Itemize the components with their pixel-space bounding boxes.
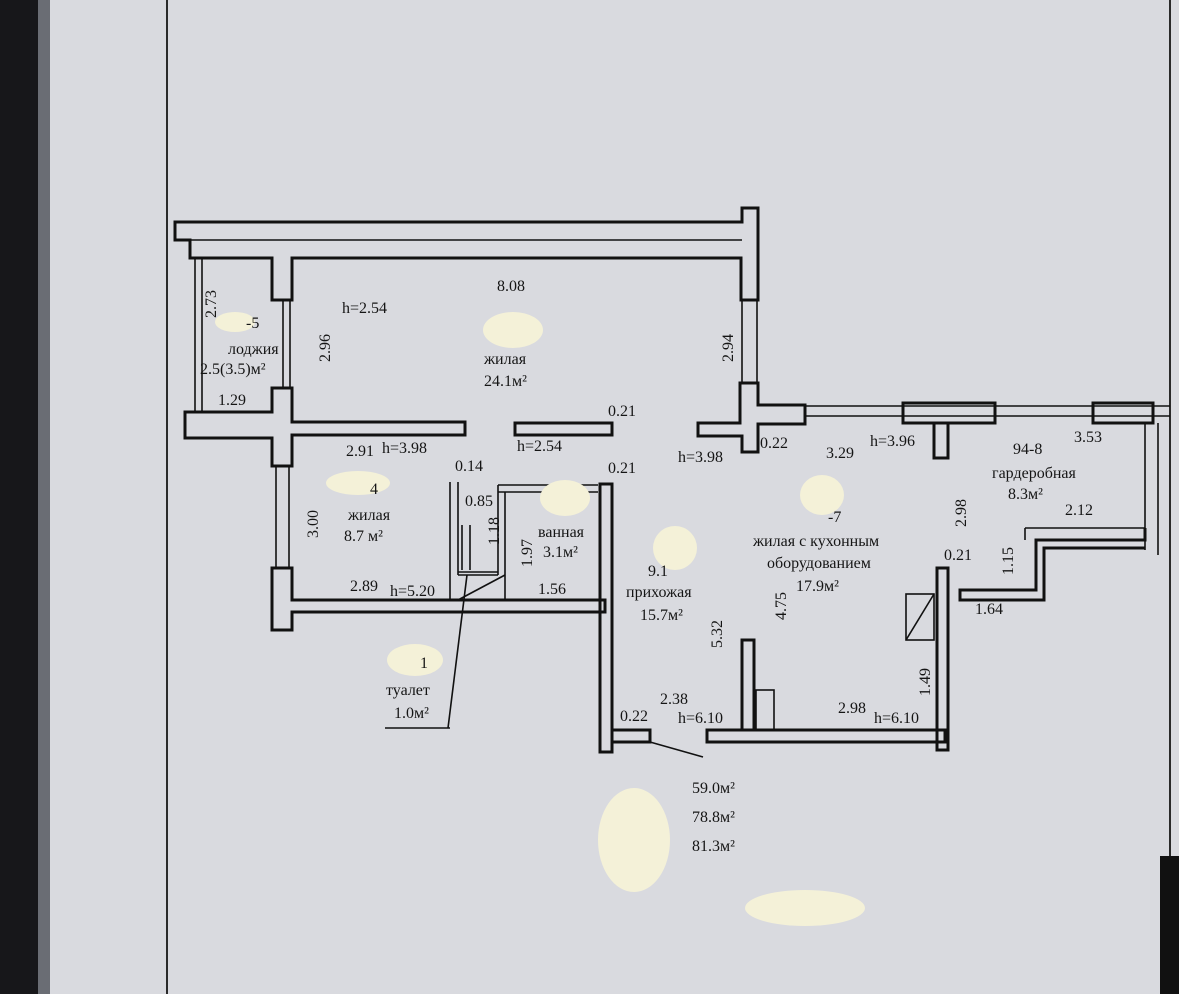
dim-0-21-a: 0.21 (608, 403, 636, 420)
wall-kitchen-bottom (705, 728, 947, 744)
dim-1-29: 1.29 (218, 392, 246, 409)
room-living-small-area: 8.7 м² (344, 528, 383, 545)
room-toilet-number: 1 (420, 655, 428, 672)
room-wardrobe-area: 8.3м² (1008, 486, 1043, 503)
dim-0-21-b: 0.21 (608, 460, 636, 477)
wall-bottom-left (270, 566, 607, 632)
dim-0-22-b: 0.22 (620, 708, 648, 725)
scan-page-edge (38, 0, 50, 994)
dim-1-56: 1.56 (538, 581, 566, 598)
dim-h-3-96: h=3.96 (870, 433, 915, 450)
dim-h-2-54-top: h=2.54 (342, 300, 387, 317)
wall-loggia-divider (183, 386, 467, 468)
dim-5-32: 5.32 (709, 620, 726, 648)
dim-2-89: 2.89 (350, 578, 378, 595)
room-wardrobe-number: 94-8 (1013, 441, 1042, 458)
dim-2-12: 2.12 (1065, 502, 1093, 519)
room-living-big-name: жилая (483, 351, 527, 368)
dim-0-21-c: 0.21 (944, 547, 972, 564)
dim-0-85: 0.85 (465, 493, 493, 510)
dim-3-29: 3.29 (826, 445, 854, 462)
walls (173, 206, 1170, 758)
dim-2-98-b: 2.98 (838, 700, 866, 717)
dim-1-49: 1.49 (917, 668, 934, 696)
dim-2-73: 2.73 (203, 290, 220, 318)
dim-4-75: 4.75 (773, 592, 790, 620)
room-living-big-area: 24.1м² (484, 373, 527, 390)
wall-top (173, 206, 760, 302)
room-hall-area: 15.7м² (640, 607, 683, 624)
area-totals: 59.0м² 78.8м² 81.3м² (692, 780, 735, 855)
room-loggia-number: -5 (246, 315, 259, 332)
dimension-labels: 2.73 2.96 1.29 8.08 h=2.54 2.94 0.21 2.9… (203, 278, 1102, 727)
room-kitchen-name-2: оборудованием (767, 555, 871, 572)
wall-wardrobe-step (958, 528, 1147, 602)
room-bath-area: 3.1м² (543, 544, 578, 561)
dim-h-3-98-b: h=3.98 (678, 449, 723, 466)
total-area-2: 78.8м² (692, 809, 735, 826)
dim-1-97: 1.97 (519, 539, 536, 567)
dim-1-64: 1.64 (975, 601, 1003, 618)
dim-3-00: 3.00 (305, 510, 322, 538)
dim-0-22-a: 0.22 (760, 435, 788, 452)
dim-h-6-10-a: h=6.10 (678, 710, 723, 727)
scan-left-shadow (0, 0, 38, 994)
wall-stub (932, 421, 950, 460)
wall-kitchen-right (935, 566, 950, 752)
room-hall-name: прихожая (626, 584, 692, 601)
dim-1-18: 1.18 (486, 517, 503, 545)
room-wardrobe-name: гардеробная (992, 465, 1077, 482)
room-loggia-area: 2.5(3.5)м² (200, 361, 266, 378)
room-bath-name: ванная (538, 524, 585, 541)
dim-2-94: 2.94 (720, 334, 737, 362)
wall-hall-bottom (610, 728, 652, 744)
wall-kitchen-left (740, 638, 756, 732)
room-labels: -5 лоджия 2.5(3.5)м² жилая 24.1м² 4 жила… (200, 315, 1077, 722)
dim-1-15: 1.15 (1000, 547, 1017, 575)
total-area-3: 81.3м² (692, 838, 735, 855)
scrollbar-thumb[interactable] (1160, 856, 1179, 994)
dim-h-2-54-mid: h=2.54 (517, 438, 562, 455)
dim-h-3-98-a: h=3.98 (382, 440, 427, 457)
dim-2-96: 2.96 (317, 334, 334, 362)
dim-h-5-20: h=5.20 (390, 583, 435, 600)
dim-h-6-10-b: h=6.10 (874, 710, 919, 727)
room-toilet-name: туалет (386, 682, 430, 699)
dim-2-38: 2.38 (660, 691, 688, 708)
wall-corner-block (696, 381, 807, 454)
ventilation-duct (905, 593, 935, 641)
correction-blots (215, 312, 865, 926)
dim-8-08: 8.08 (497, 278, 525, 295)
wall-pier-2 (1091, 401, 1155, 425)
dim-2-98-a: 2.98 (953, 499, 970, 527)
room-hall-number: 9.1 (648, 563, 668, 580)
room-kitchen-name-1: жилая с кухонным (752, 533, 879, 550)
total-area-1: 59.0м² (692, 780, 735, 797)
dim-0-14: 0.14 (455, 458, 483, 475)
room-living-small-name: жилая (347, 507, 391, 524)
dim-3-53: 3.53 (1074, 429, 1102, 446)
room-loggia-name: лоджия (228, 341, 279, 358)
dim-2-91: 2.91 (346, 443, 374, 460)
room-living-small-number: 4 (370, 481, 378, 498)
room-kitchen-area: 17.9м² (796, 578, 839, 595)
room-toilet-area: 1.0м² (394, 705, 429, 722)
wall-hall-left (598, 482, 614, 754)
room-kitchen-number: -7 (828, 509, 841, 526)
wall-partition-mid (513, 421, 614, 437)
